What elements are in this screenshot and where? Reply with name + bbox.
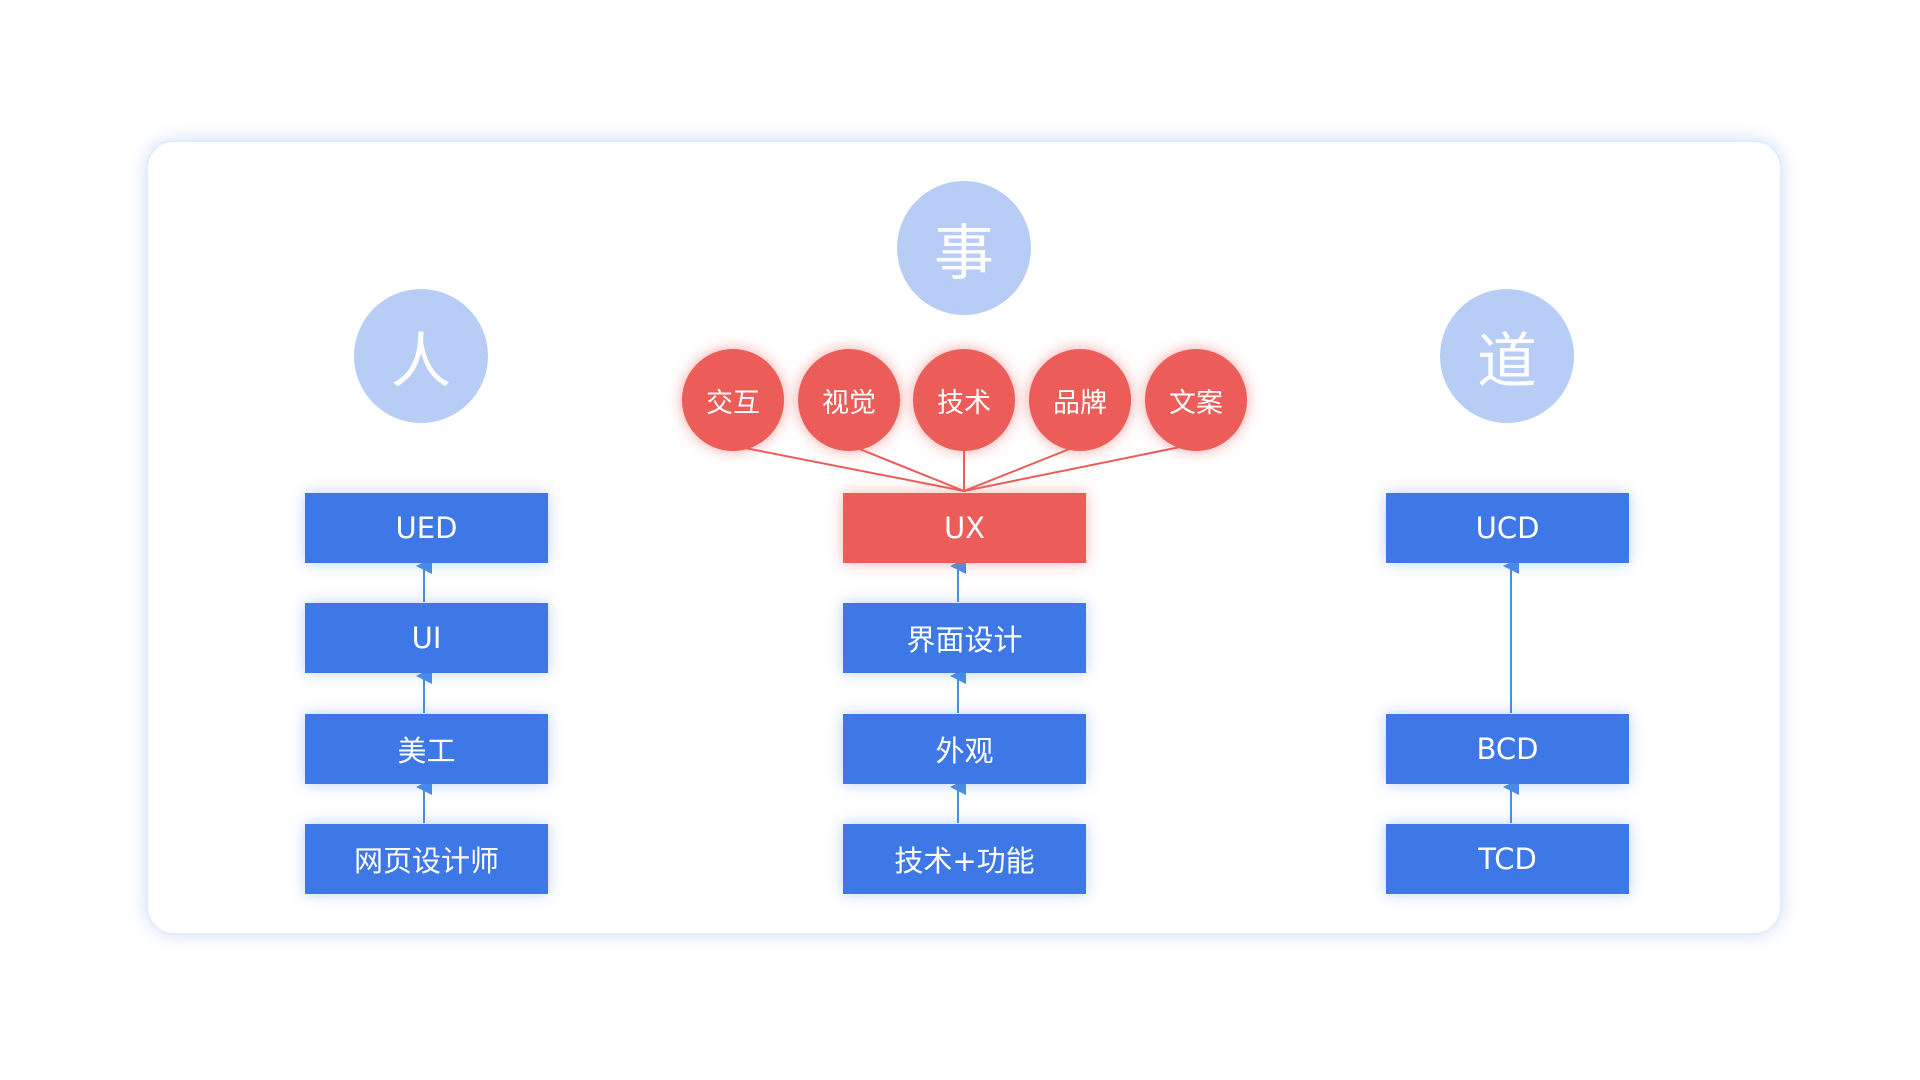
facet-circle-1: 交互 <box>682 349 784 451</box>
center-box-2: 界面设计 <box>843 603 1086 673</box>
center-heading-circle: 事 <box>897 181 1031 315</box>
facet-circle-4: 品牌 <box>1029 349 1131 451</box>
right-box-1: UCD <box>1386 493 1629 563</box>
center-box-3: 外观 <box>843 714 1086 784</box>
facet-circle-5: 文案 <box>1145 349 1247 451</box>
left-box-2: UI <box>305 603 548 673</box>
right-box-2: BCD <box>1386 714 1629 784</box>
left-box-4: 网页设计师 <box>305 824 548 894</box>
facet-circle-3: 技术 <box>913 349 1015 451</box>
left-heading-circle: 人 <box>354 289 488 423</box>
right-heading-circle: 道 <box>1440 289 1574 423</box>
facet-circle-2: 视觉 <box>798 349 900 451</box>
left-box-3: 美工 <box>305 714 548 784</box>
left-box-1: UED <box>305 493 548 563</box>
center-box-1: UX <box>843 493 1086 563</box>
right-box-3: TCD <box>1386 824 1629 894</box>
center-box-4: 技术+功能 <box>843 824 1086 894</box>
